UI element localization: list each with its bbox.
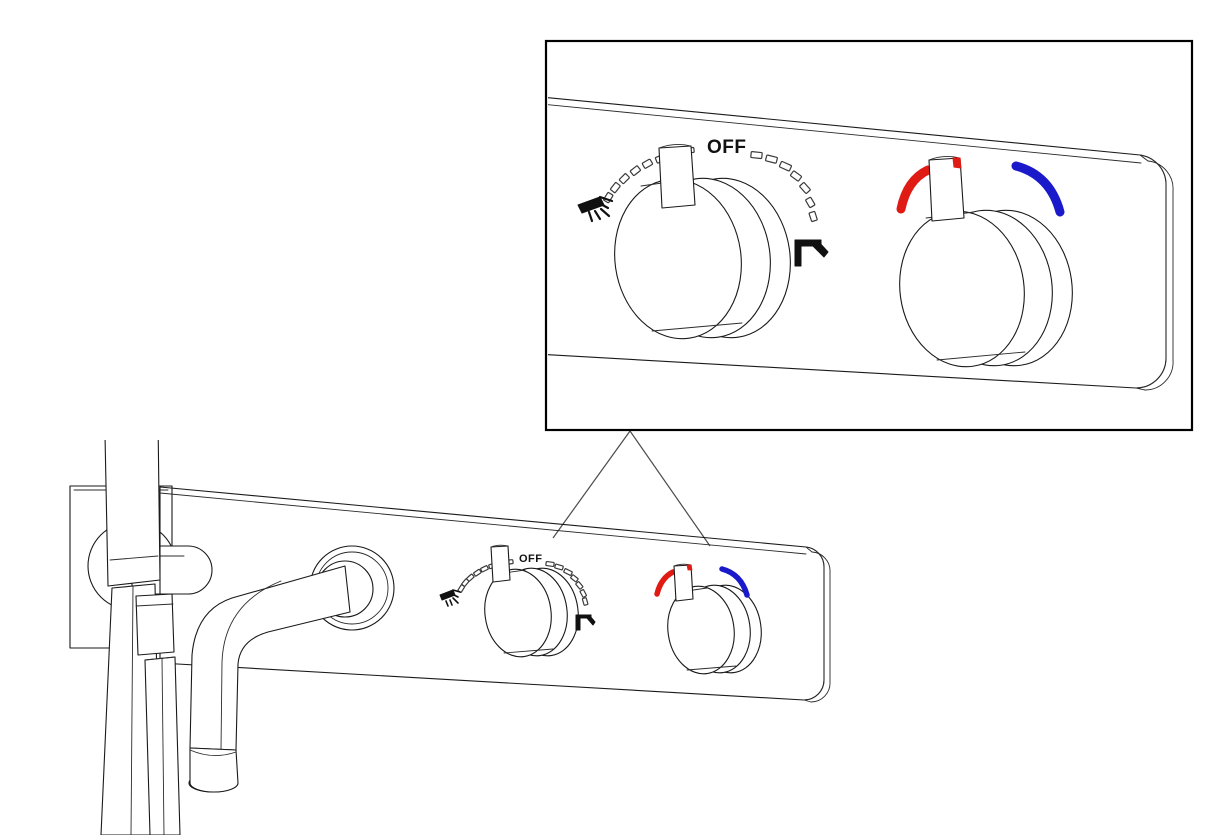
main-cold-indicator-arc <box>719 566 750 598</box>
hand-shower-handset[interactable] <box>100 172 161 587</box>
main-handshower-icon <box>439 589 461 607</box>
main-diverter-knob[interactable]: OFF <box>439 544 596 661</box>
main-temperature-lever[interactable] <box>673 564 694 602</box>
main-temperature-knob[interactable] <box>654 563 767 678</box>
bath-spout <box>188 545 395 793</box>
diverter-lever[interactable] <box>658 145 696 209</box>
detail-escutcheon-plate <box>548 97 1174 391</box>
main-diverter-lever[interactable] <box>490 545 511 583</box>
cold-indicator-arc <box>1011 161 1065 217</box>
callout-leader-lines <box>552 430 711 547</box>
detail-diverter-knob[interactable]: OFF <box>577 137 829 347</box>
main-diverter-tick-marks <box>457 559 589 606</box>
detail-view-group: OFF <box>548 97 1174 391</box>
main-bath-spout-icon <box>575 614 596 631</box>
off-label: OFF <box>707 137 747 158</box>
hot-lever-marker <box>952 157 962 169</box>
detail-temperature-knob[interactable] <box>890 155 1083 374</box>
hose-connector <box>135 593 175 656</box>
main-hot-lever-marker <box>686 564 693 571</box>
main-escutcheon-plate <box>159 486 831 703</box>
main-assembly-view: OFF <box>69 172 831 835</box>
main-off-label: OFF <box>519 553 543 565</box>
temperature-lever[interactable] <box>928 157 965 222</box>
detail-view-box <box>544 39 1194 432</box>
main-hot-indicator-arc <box>654 569 676 597</box>
handshower-icon <box>577 195 614 223</box>
bath-spout-icon <box>794 239 829 267</box>
hot-indicator-arc <box>896 165 933 214</box>
